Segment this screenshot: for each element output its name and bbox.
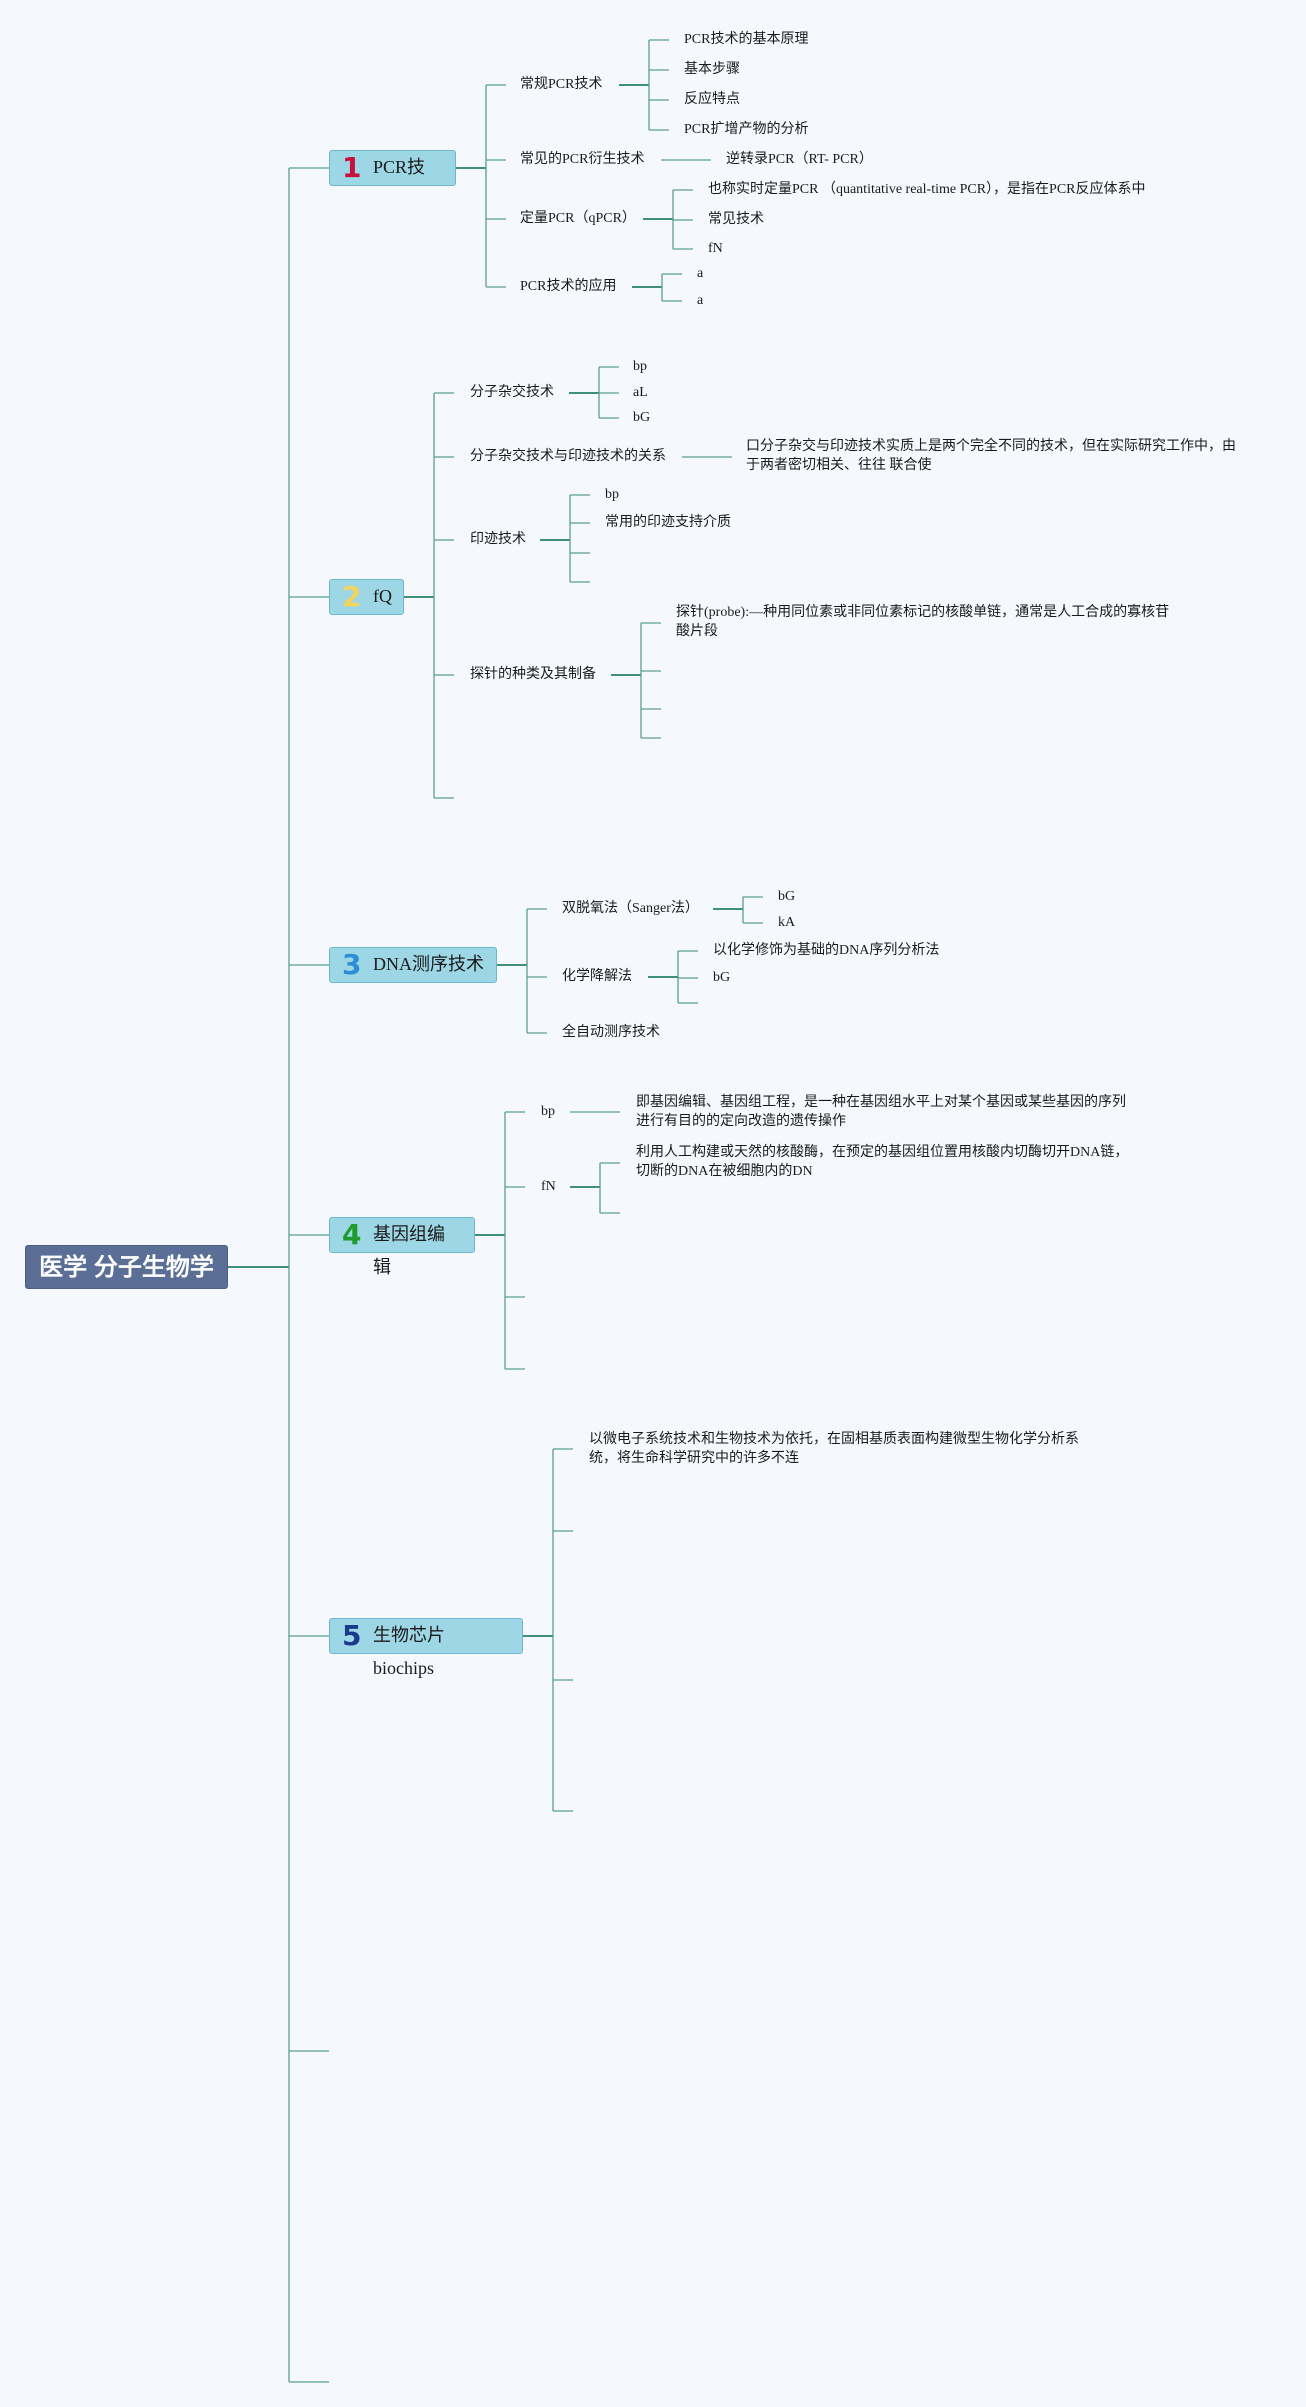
subtopic-label[interactable]: 定量PCR（qPCR） (520, 211, 636, 226)
leaf-label[interactable]: 反应特点 (684, 92, 740, 107)
subtopic-label[interactable]: 以微电子系统技术和生物技术为依托，在固相基质表面构建微型生物化学分析系统，将生命… (589, 1432, 1079, 1466)
topic-2-node[interactable]: 2 fQ (329, 579, 404, 615)
topic-5-label: 生物芯片 biochips (373, 1625, 445, 1678)
topic-3-node[interactable]: 3 DNA测序技术 (329, 947, 497, 983)
root-label: 医学 分子生物学 (39, 1254, 214, 1281)
subtopic-label[interactable]: PCR技术的应用 (520, 279, 617, 294)
subtopic-label[interactable]: 常规PCR技术 (520, 77, 603, 92)
leaf-label[interactable]: 探针(probe):—种用同位素或非同位素标记的核酸单链，通常是人工合成的寡核苷… (676, 605, 1170, 639)
topic-3-label: DNA测序技术 (373, 954, 484, 974)
leaf-label[interactable]: 即基因编辑、基因组工程，是一种在基因组水平上对某个基因或某些基因的序列进行有目的… (636, 1095, 1126, 1129)
leaf-label[interactable]: bG (633, 410, 651, 425)
leaf-label[interactable]: PCR扩增产物的分析 (684, 122, 809, 137)
leaf-label[interactable]: 以化学修饰为基础的DNA序列分析法 (713, 943, 940, 958)
topic-1-node[interactable]: 1 PCR技 (329, 150, 456, 186)
subtopic-label[interactable]: 分子杂交技术 (470, 385, 554, 400)
leaf-label[interactable]: PCR技术的基本原理 (684, 32, 809, 47)
subtopic-label[interactable]: 化学降解法 (562, 969, 632, 984)
leaf-label[interactable]: bG (713, 970, 731, 985)
leaf-label[interactable]: aL (633, 385, 648, 400)
leaf-label[interactable]: 常见技术 (708, 212, 764, 227)
leaf-label[interactable]: bp (605, 487, 619, 502)
topic-3-number: 3 (342, 948, 362, 981)
leaf-label[interactable]: 常用的印迹支持介质 (605, 515, 731, 530)
leaf-label[interactable]: bp (633, 359, 647, 374)
subtopic-label[interactable]: 双脱氧法（Sanger法） (562, 901, 699, 916)
topic-4-label: 基因组编辑 (373, 1224, 445, 1277)
topic-2-label: fQ (373, 586, 392, 606)
topic-5-number: 5 (342, 1619, 362, 1652)
topic-4-number: 4 (342, 1218, 362, 1251)
leaf-label[interactable]: fN (708, 241, 723, 256)
subtopic-label[interactable]: fN (541, 1179, 556, 1194)
root-node[interactable]: 医学 分子生物学 (25, 1245, 228, 1289)
subtopic-label[interactable]: 印迹技术 (470, 532, 526, 547)
leaf-label[interactable]: 利用人工构建或天然的核酸酶，在预定的基因组位置用核酸内切酶切开DNA链，切断的D… (636, 1145, 1129, 1179)
leaf-label[interactable]: kA (778, 915, 796, 930)
topic-5-node[interactable]: 5 生物芯片 biochips (329, 1618, 523, 1678)
subtopic-label[interactable]: 常见的PCR衍生技术 (520, 152, 645, 167)
leaf-label[interactable]: a (697, 293, 704, 308)
topic-1-label: PCR技 (373, 157, 426, 177)
leaf-label[interactable]: bG (778, 889, 796, 904)
topic-4-node[interactable]: 4 基因组编辑 (329, 1217, 475, 1277)
leaf-label[interactable]: 逆转录PCR（RT- PCR） (726, 152, 873, 167)
subtopic-label[interactable]: 分子杂交技术与印迹技术的关系 (470, 449, 666, 464)
subtopic-label[interactable]: bp (541, 1104, 555, 1119)
leaf-label[interactable]: 基本步骤 (684, 62, 740, 77)
subtopic-label[interactable]: 探针的种类及其制备 (470, 667, 596, 682)
topic-1-number: 1 (342, 151, 362, 184)
leaf-label[interactable]: 也称实时定量PCR （quantitative real-time PCR），是… (708, 182, 1146, 197)
leaf-label[interactable]: a (697, 266, 704, 281)
subtopic-label[interactable]: 全自动测序技术 (562, 1025, 660, 1040)
topic-2-number: 2 (342, 580, 362, 613)
leaf-label[interactable]: 口分子杂交与印迹技术实质上是两个完全不同的技术，但在实际研究工作中，由于两者密切… (746, 439, 1236, 473)
